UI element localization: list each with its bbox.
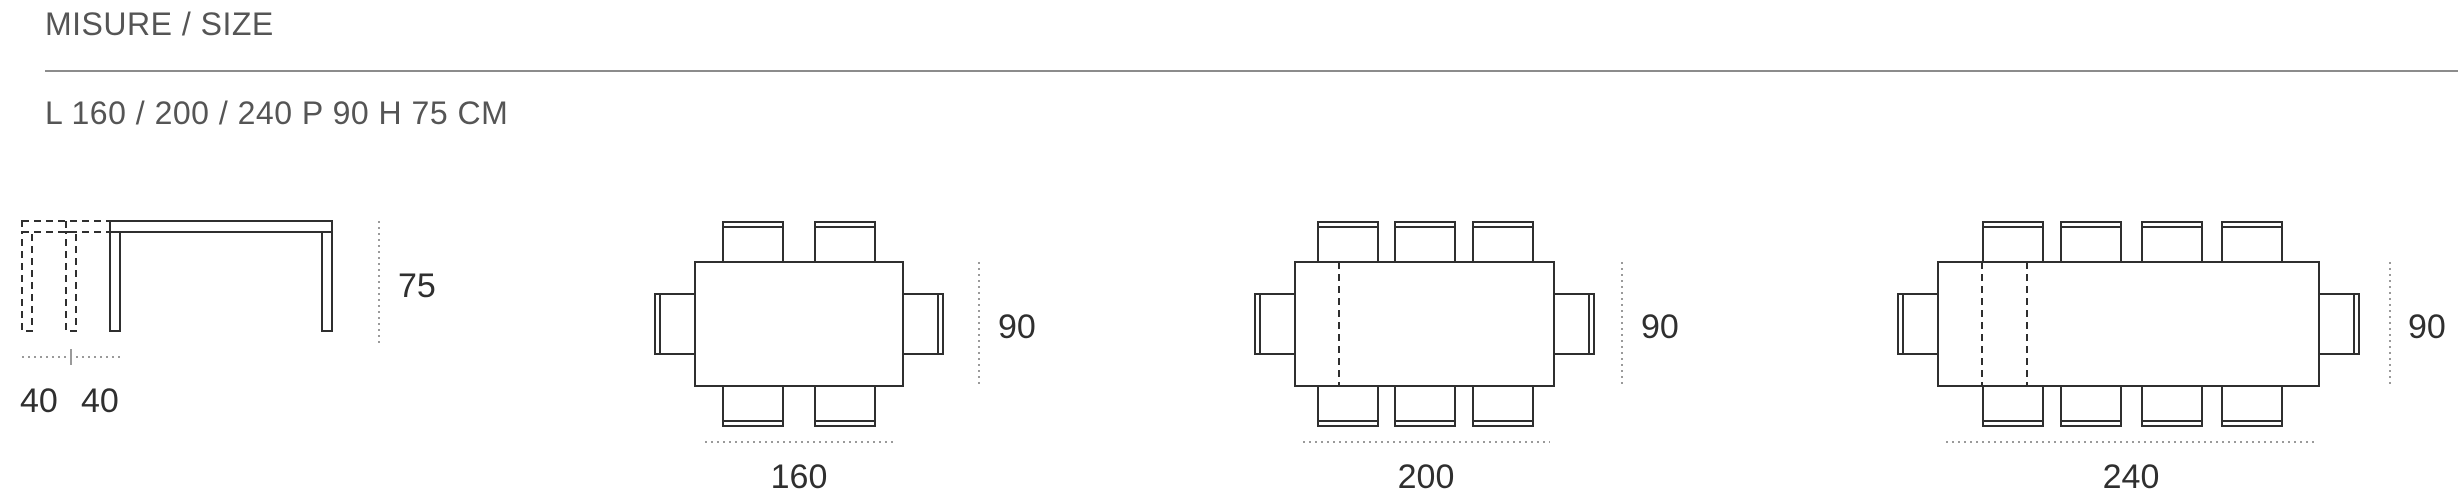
side-view-leg-left bbox=[109, 231, 121, 332]
side-view-extension-dashed bbox=[21, 220, 111, 332]
header-divider bbox=[45, 70, 2458, 72]
depth-label-240: 90 bbox=[2408, 308, 2446, 346]
depth-label-200: 90 bbox=[1641, 308, 1679, 346]
table-top-240 bbox=[1937, 261, 2320, 387]
chairs-160 bbox=[654, 221, 944, 427]
top-view-200 bbox=[1254, 221, 1623, 443]
side-view-tabletop bbox=[109, 220, 333, 233]
chairs-240 bbox=[1897, 221, 2360, 427]
section-title: MISURE / SIZE bbox=[45, 6, 274, 42]
extension-label-2: 40 bbox=[81, 382, 119, 420]
length-label-240: 240 bbox=[2103, 458, 2160, 496]
length-label-160: 160 bbox=[771, 458, 828, 496]
top-view-240 bbox=[1897, 221, 2391, 443]
chairs-200 bbox=[1254, 221, 1595, 427]
side-view-leg-right bbox=[321, 231, 333, 332]
height-label: 75 bbox=[398, 267, 436, 305]
length-label-200: 200 bbox=[1398, 458, 1455, 496]
dimension-labels: 75 40 40 90 160 90 200 90 240 bbox=[20, 267, 2446, 496]
side-view-diagram bbox=[21, 220, 380, 365]
table-top-160 bbox=[694, 261, 904, 387]
dimensions-spec: L 160 / 200 / 240 P 90 H 75 CM bbox=[45, 95, 509, 131]
top-view-160 bbox=[654, 221, 980, 443]
table-top-200 bbox=[1294, 261, 1555, 387]
depth-label-160: 90 bbox=[998, 308, 1036, 346]
extension-label-1: 40 bbox=[20, 382, 58, 420]
